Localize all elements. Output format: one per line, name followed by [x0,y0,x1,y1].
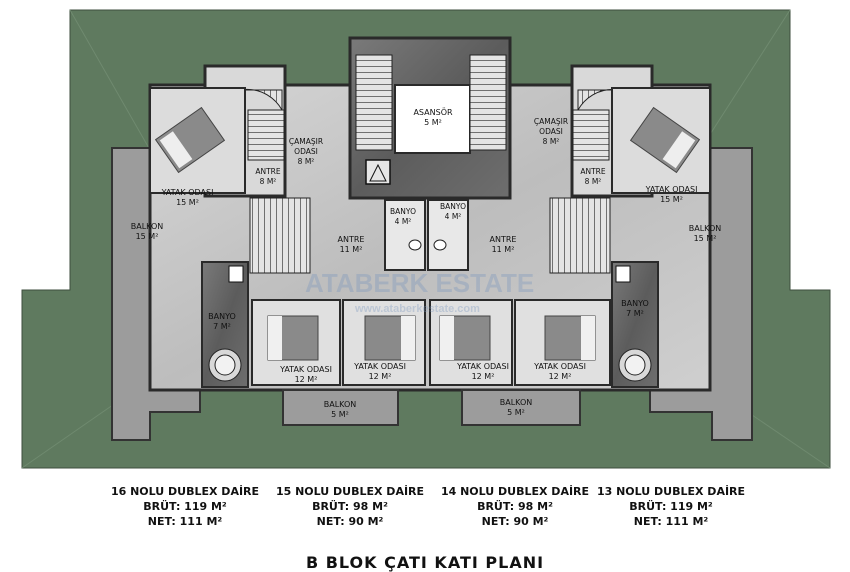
room-area: 8 M² [584,177,602,186]
room-area: 8 M² [542,137,560,146]
room-name: YATAK ODASI [534,362,586,371]
room-name: BANYO [390,207,416,216]
room-area: 7 M² [213,322,231,331]
unit-15: 15 NOLU DUBLEX DAİRE BRÜT: 98 M² NET: 90… [250,484,450,529]
room-area: 11 M² [491,245,515,254]
unit-title: 14 NOLU DUBLEX DAİRE [440,485,590,498]
room-name: ANTRE [489,235,517,244]
room-name: YATAK ODASI [645,185,698,194]
plan-title: B BLOK ÇATI KATI PLANI [305,553,545,572]
room-name: ASANSÖR [413,108,453,117]
room-area: 12 M² [368,372,392,381]
room-name: BALKON [130,222,164,231]
unit-net: NET: 111 M² [147,515,223,528]
room-name: BANYO [208,312,236,321]
unit-13: 13 NOLU DUBLEX DAİRE BRÜT: 119 M² NET: 1… [571,484,771,529]
room-name: BALKON [499,398,533,407]
unit-title: 15 NOLU DUBLEX DAİRE [275,485,425,498]
room-area: 12 M² [471,372,495,381]
room-name: ÇAMAŞIR ODASI [288,137,324,156]
room-area: 15 M² [176,198,199,207]
unit-brut: BRÜT: 119 M² [629,500,713,513]
room-area: 12 M² [548,372,572,381]
room-name: YATAK ODASI [280,365,332,374]
unit-brut: BRÜT: 98 M² [477,500,553,513]
room-name: YATAK ODASI [161,188,214,197]
floor-plan [21,9,831,469]
unit-net: NET: 111 M² [633,515,709,528]
room-area: 5 M² [424,118,442,127]
room-area: 11 M² [339,245,363,254]
room-name: YATAK ODASI [354,362,406,371]
room-area: 7 M² [626,309,644,318]
room-area: 8 M² [259,177,277,186]
room-name: ANTRE [255,167,281,176]
room-area: 4 M² [394,217,412,226]
room-area: 8 M² [297,157,315,166]
unit-brut: BRÜT: 98 M² [312,500,388,513]
watermark-url: www.ataberkestate.com [355,303,480,315]
unit-net: NET: 90 M² [316,515,384,528]
room-area: 5 M² [507,408,525,417]
unit-14: 14 NOLU DUBLEX DAİRE BRÜT: 98 M² NET: 90… [415,484,615,529]
room-area: 15 M² [693,234,717,243]
room-area: 15 M² [135,232,159,241]
room-name: YATAK ODASI [457,362,509,371]
room-name: ÇAMAŞIR ODASI [533,117,569,136]
room-area: 5 M² [331,410,349,419]
room-name: BALKON [688,224,722,233]
room-name: BANYO [440,202,466,211]
room-name: BANYO [621,299,649,308]
watermark-brand: ATABERK ESTATE [305,268,535,298]
unit-title: 16 NOLU DUBLEX DAİRE [110,485,260,498]
room-area: 15 M² [660,195,683,204]
unit-16: 16 NOLU DUBLEX DAİRE BRÜT: 119 M² NET: 1… [85,484,285,529]
unit-title: 13 NOLU DUBLEX DAİRE [596,485,746,498]
room-area: 12 M² [294,375,318,384]
unit-net: NET: 90 M² [481,515,549,528]
room-name: ANTRE [580,167,606,176]
unit-brut: BRÜT: 119 M² [143,500,227,513]
room-name: ANTRE [337,235,365,244]
room-name: BALKON [323,400,357,409]
room-area: 4 M² [444,212,462,221]
